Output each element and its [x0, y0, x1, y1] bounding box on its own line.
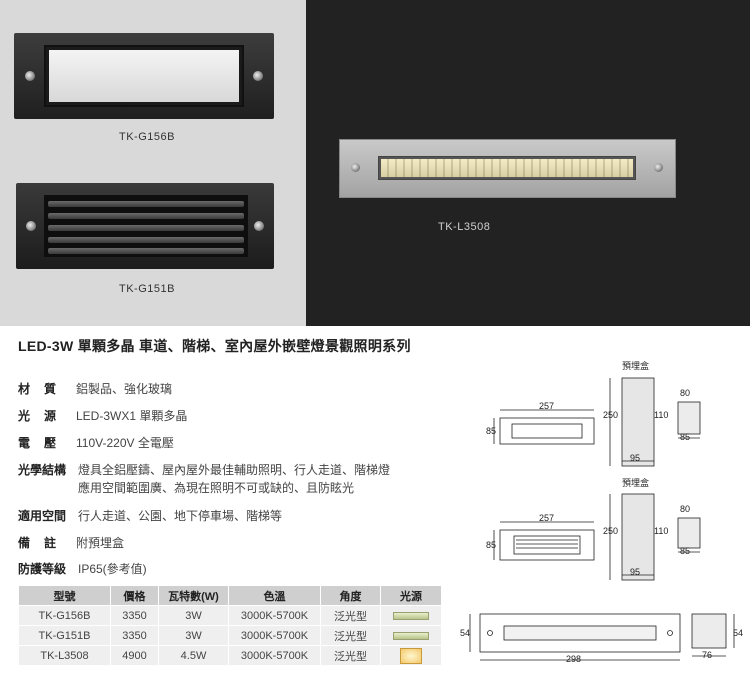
- dim-box-depth: 95: [630, 453, 640, 463]
- spec-value: 行人走道、公園、地下停車場、階梯等: [78, 509, 283, 523]
- tk-g151b-fixture-image: [16, 183, 274, 269]
- spec-material: 材質 鋁製品、強化玻璃: [18, 380, 172, 398]
- mounting-box-side: [621, 493, 655, 581]
- mounting-box-front: [677, 401, 701, 435]
- dimension-drawing-l3508: 54 298 54 76: [460, 613, 743, 664]
- product-photo-panel-left: TK-G156B TK-G151B: [0, 0, 306, 326]
- dim-height: 54: [460, 628, 470, 638]
- cell-price: 3350: [110, 605, 159, 626]
- spec-application: 適用空間 行人走道、公園、地下停車場、階梯等: [18, 507, 282, 525]
- dim-box-height: 250: [603, 526, 618, 536]
- spec-key: 電壓: [18, 436, 71, 450]
- model-table: 型號 價格 瓦特數(W) 色溫 角度 光源 TK-G156B 3350 3W 3…: [18, 585, 442, 666]
- mounting-box-label: 預埋盒: [622, 360, 649, 371]
- spec-value: 燈具全鋁壓鑄、屋內屋外最佳輔助照明、行人走道、階梯燈 應用空間範圍廣、為現在照明…: [78, 461, 390, 497]
- tk-l3508-label: TK-L3508: [438, 221, 491, 233]
- dim-box-width: 80: [680, 388, 690, 398]
- spec-value: LED-3WX1 單顆多晶: [76, 409, 188, 423]
- mounting-box-front: [677, 517, 701, 549]
- cell-cct: 3000K-5700K: [228, 605, 321, 626]
- spec-remark: 備註 附預埋盒: [18, 534, 124, 552]
- dimension-drawing-g151b: 預埋盒 257 85 250 95 80 110 85: [486, 477, 701, 581]
- front-view-outline: [479, 613, 681, 653]
- led-strip-icon: [393, 611, 429, 620]
- front-view-outline: [499, 529, 595, 561]
- dimension-drawings: 預埋盒 257 85 250 95 80 110 85 預埋盒 257 85 2…: [460, 360, 743, 664]
- spec-key: 防護等級: [18, 562, 67, 576]
- col-wattage: 瓦特數(W): [158, 585, 229, 606]
- cell-source: [380, 625, 442, 646]
- spec-value: 附預埋盒: [76, 536, 125, 550]
- cell-cct: 3000K-5700K: [228, 625, 321, 646]
- product-series-title: LED-3W 單顆多晶 車道、階梯、室內屋外嵌壁燈景觀照明系列: [18, 338, 411, 354]
- col-price: 價格: [110, 585, 159, 606]
- table-row: TK-L3508 4900 4.5W 3000K-5700K 泛光型: [18, 645, 442, 666]
- led-chip-icon: [400, 647, 422, 664]
- spec-key: 適用空間: [18, 509, 67, 523]
- front-view-window: [511, 423, 583, 439]
- col-source: 光源: [380, 585, 442, 606]
- dim-box-h2: 110: [654, 410, 668, 420]
- cell-price: 3350: [110, 625, 159, 646]
- dim-box-width: 80: [680, 504, 690, 514]
- dim-box-h2: 110: [654, 526, 668, 536]
- spec-value: 鋁製品、強化玻璃: [76, 382, 173, 396]
- tk-g156b-label: TK-G156B: [119, 131, 175, 143]
- dim-height: 85: [486, 426, 496, 436]
- dim-width: 257: [539, 513, 554, 523]
- spec-key: 光學結構: [18, 463, 67, 477]
- cell-model: TK-G156B: [18, 605, 111, 626]
- tk-g151b-label: TK-G151B: [119, 283, 175, 295]
- cell-source: [380, 605, 442, 626]
- tk-g156b-fixture-image: [14, 33, 274, 119]
- tk-l3508-fixture-image: [339, 139, 676, 198]
- spec-protection: 防護等級 IP65(參考值): [18, 560, 147, 578]
- spec-optical-structure: 光學結構 燈具全鋁壓鑄、屋內屋外最佳輔助照明、行人走道、階梯燈 應用空間範圍廣、…: [18, 461, 390, 497]
- side-view-outline: [691, 613, 727, 649]
- cell-model: TK-G151B: [18, 625, 111, 646]
- cell-source: [380, 645, 442, 666]
- table-row: TK-G151B 3350 3W 3000K-5700K 泛光型: [18, 625, 442, 646]
- col-angle: 角度: [320, 585, 381, 606]
- spec-value-line-2: 應用空間範圍廣、為現在照明不可或缺的、且防眩光: [78, 481, 355, 495]
- col-model: 型號: [18, 585, 111, 606]
- dim-width: 298: [566, 654, 581, 664]
- cell-watt: 3W: [158, 605, 229, 626]
- table-row: TK-G156B 3350 3W 3000K-5700K 泛光型: [18, 605, 442, 626]
- cell-angle: 泛光型: [320, 625, 381, 646]
- led-strip-icon: [393, 631, 429, 640]
- cell-angle: 泛光型: [320, 605, 381, 626]
- spec-value: 110V-220V 全電壓: [76, 436, 174, 450]
- col-cct: 色溫: [228, 585, 321, 606]
- spec-value-line-1: 燈具全鋁壓鑄、屋內屋外最佳輔助照明、行人走道、階梯燈: [78, 463, 391, 477]
- cell-watt: 3W: [158, 625, 229, 646]
- dim-box-w2: 85: [680, 546, 690, 556]
- dim-box-w2: 85: [680, 432, 690, 442]
- mounting-box-side: [621, 377, 655, 467]
- front-view-outline: [499, 417, 595, 445]
- front-view-slot: [503, 625, 657, 641]
- dim-height: 85: [486, 540, 496, 550]
- spec-value: IP65(參考值): [78, 562, 147, 576]
- cell-watt: 4.5W: [158, 645, 229, 666]
- cell-angle: 泛光型: [320, 645, 381, 666]
- dim-width: 257: [539, 401, 554, 411]
- dimension-drawing-g156b: 預埋盒 257 85 250 95 80 110 85: [486, 360, 701, 467]
- spec-light-source: 光源 LED-3WX1 單顆多晶: [18, 407, 187, 425]
- cell-cct: 3000K-5700K: [228, 645, 321, 666]
- dim-box-height: 250: [603, 410, 618, 420]
- dim-box-depth: 95: [630, 567, 640, 577]
- cell-price: 4900: [110, 645, 159, 666]
- table-header-row: 型號 價格 瓦特數(W) 色溫 角度 光源: [18, 585, 442, 606]
- dim-side-width: 76: [702, 650, 712, 660]
- dim-side-height: 54: [733, 628, 743, 638]
- spec-key: 材質: [18, 382, 71, 396]
- cell-model: TK-L3508: [18, 645, 111, 666]
- spec-key: 備註: [18, 536, 71, 550]
- mounting-box-label: 預埋盒: [622, 477, 649, 488]
- front-view-louver-area: [513, 535, 581, 555]
- spec-key: 光源: [18, 409, 71, 423]
- spec-voltage: 電壓 110V-220V 全電壓: [18, 434, 174, 452]
